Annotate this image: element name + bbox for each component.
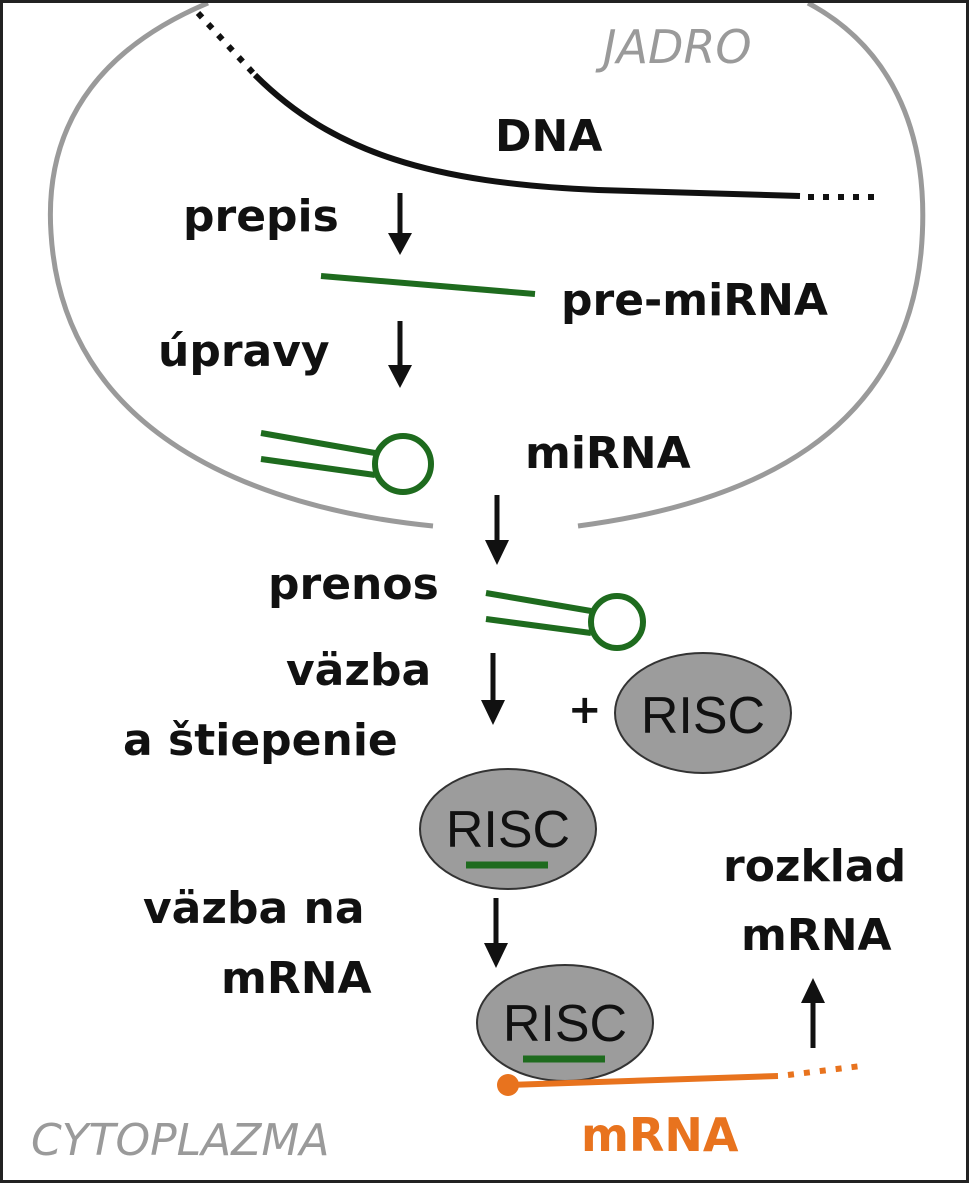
degradation-line2: mRNA bbox=[741, 910, 892, 961]
mirna-hairpin-nucleus bbox=[260, 430, 434, 495]
nuclear-membrane-right bbox=[577, 3, 926, 529]
mirna-label: miRNA bbox=[525, 428, 691, 479]
mrna-label: mRNA bbox=[581, 1108, 739, 1162]
nucleus-label: JADRO bbox=[595, 20, 752, 74]
arrow-down-icon bbox=[485, 495, 509, 565]
degradation-line1: rozklad bbox=[723, 841, 906, 892]
arrow-down-icon bbox=[481, 653, 505, 725]
nuclear-membrane-left bbox=[47, 3, 434, 529]
arrow-down-icon bbox=[484, 898, 508, 968]
arrow-up-icon bbox=[801, 978, 825, 1048]
dna-strand bbox=[252, 72, 801, 199]
step-processing: úpravy bbox=[158, 326, 330, 377]
step-mrna-binding-line2: mRNA bbox=[221, 953, 372, 1004]
plus-sign: + bbox=[568, 687, 602, 733]
step-transcription: prepis bbox=[183, 191, 339, 242]
mirna-hairpin-cytoplasm bbox=[485, 590, 646, 651]
step-transport: prenos bbox=[268, 559, 439, 610]
mrna-strand bbox=[497, 1063, 862, 1096]
arrow-down-icon bbox=[388, 321, 412, 388]
cytoplasm-label: CYTOPLAZMA bbox=[31, 1115, 329, 1166]
dna-label: DNA bbox=[495, 111, 602, 162]
step-binding-line1: väzba bbox=[286, 645, 431, 696]
step-binding-line2: a štiepenie bbox=[123, 715, 398, 766]
pre-mirna-label: pre-miRNA bbox=[561, 275, 828, 326]
mirna-pathway-diagram: JADRO DNA prepis pre-miRNA úpravy miRNA … bbox=[31, 3, 926, 1166]
risc-label-loaded: RISC bbox=[446, 801, 570, 859]
arrow-down-icon bbox=[388, 193, 412, 255]
risc-complex-loaded bbox=[419, 768, 597, 890]
step-mrna-binding-line1: väzba na bbox=[143, 883, 365, 934]
risc-complex-free bbox=[614, 652, 792, 774]
risc-label-free: RISC bbox=[641, 687, 765, 745]
pre-mirna-strand bbox=[320, 273, 536, 297]
risc-label-on-mrna: RISC bbox=[503, 995, 627, 1053]
dna-dotted-start bbox=[195, 10, 258, 78]
